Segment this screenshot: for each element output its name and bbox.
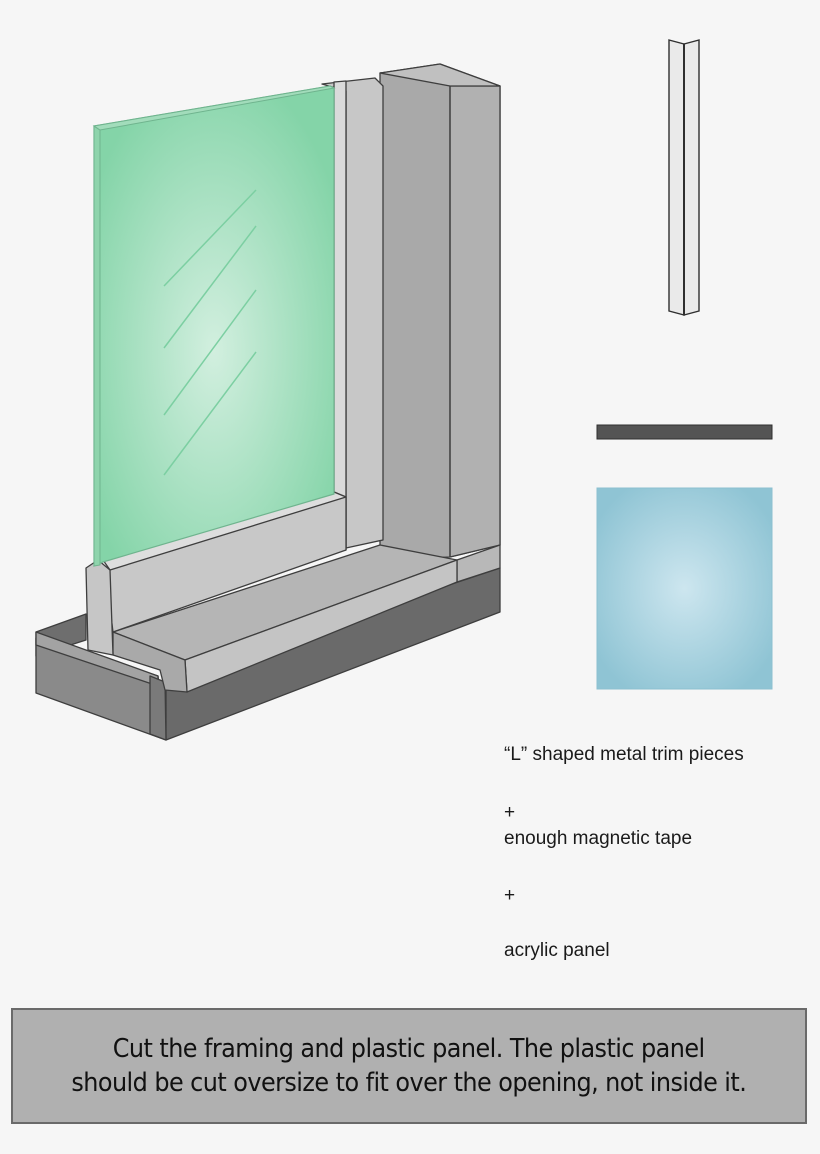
caption-line-2: should be cut oversize to fit over the o…: [71, 1068, 747, 1098]
l-shaped-trim: [668, 39, 700, 316]
glare-lines-icon: [163, 189, 257, 476]
acrylic-panel: [596, 487, 773, 690]
magnetic-tape: [596, 424, 773, 440]
window-frame-cross-section: [35, 63, 501, 741]
plus-sign: +: [504, 885, 516, 906]
parts-item-acrylic-panel: acrylic panel: [504, 940, 610, 961]
parts-item-magnetic-tape: enough magnetic tape: [504, 828, 693, 849]
parts-item-trim: “L” shaped metal trim pieces: [504, 744, 744, 765]
window-assembly-illustration: [35, 39, 773, 741]
plus-sign: +: [504, 802, 516, 823]
caption-box: Cut the framing and plastic panel. The p…: [11, 1008, 807, 1124]
green-acrylic-panel: [92, 85, 336, 567]
caption-line-1: Cut the framing and plastic panel. The p…: [113, 1034, 705, 1064]
